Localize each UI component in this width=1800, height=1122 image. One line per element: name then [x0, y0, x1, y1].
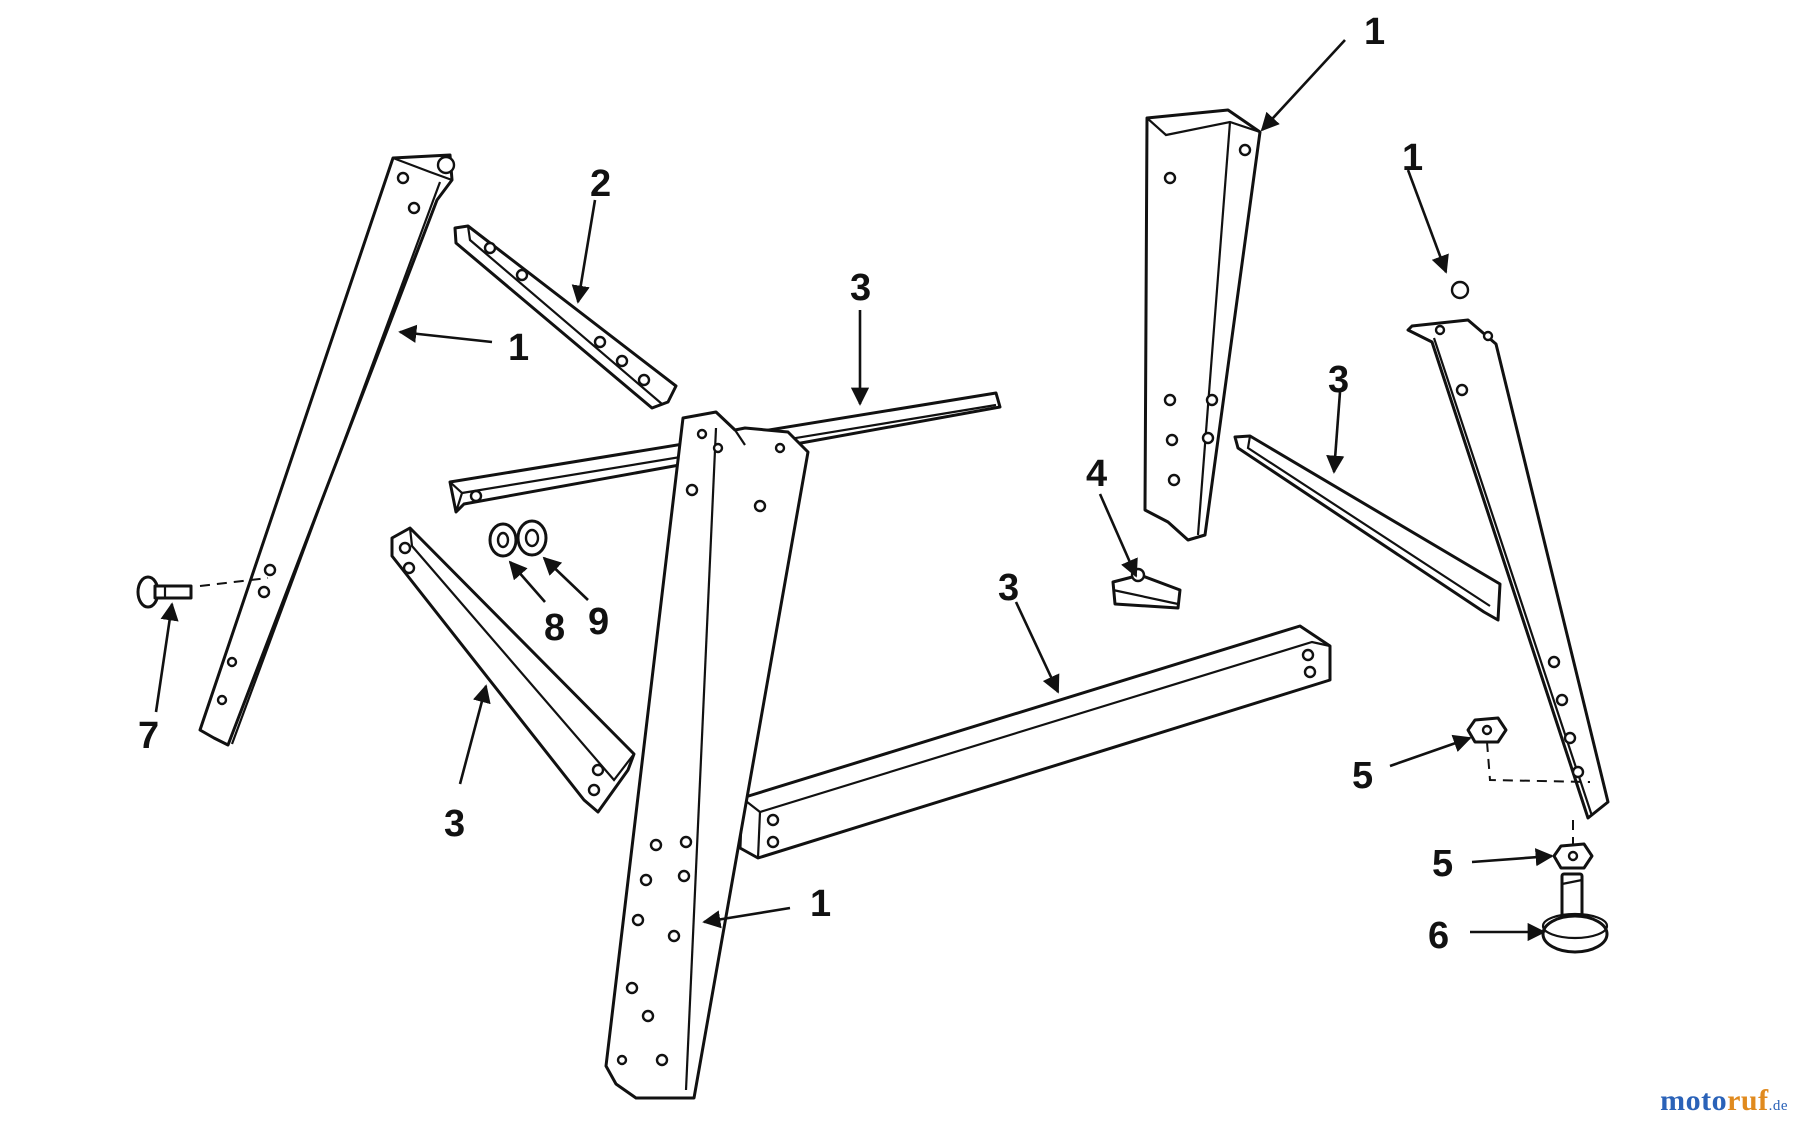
callout-brace-rear: 3: [850, 267, 871, 309]
leader-lines: [154, 39, 1554, 942]
leveling-bracket: [1111, 567, 1182, 610]
leg-back-right: [1143, 108, 1262, 542]
watermark-part1: moto: [1660, 1084, 1728, 1117]
callout-leg-far-right: 1: [1402, 137, 1423, 179]
callout-nut-lower: 5: [1432, 843, 1453, 885]
carriage-bolt: [136, 575, 193, 609]
callout-end-stiffener: 2: [590, 163, 611, 205]
callout-leveling-foot: 6: [1428, 915, 1449, 957]
assembly-lines: [199, 577, 1591, 846]
end-stiffener: [453, 224, 678, 410]
callout-brace-right-side: 3: [1328, 359, 1349, 401]
callout-hex-nut: 9: [588, 601, 609, 643]
brace-front: [738, 624, 1332, 860]
callout-brace-left-side: 3: [444, 803, 465, 845]
hex-nut-lower: [1552, 842, 1594, 870]
callout-brace-front: 3: [998, 567, 1019, 609]
lock-washer: [488, 522, 518, 558]
callout-leg-front: 1: [810, 883, 831, 925]
brace-left-side: [390, 526, 636, 814]
callout-leveling-bracket: 4: [1086, 453, 1107, 495]
hex-nut-9: [516, 519, 548, 557]
leg-far-right: [1406, 280, 1610, 820]
hex-nut-upper: [1466, 716, 1508, 744]
watermark-part3: .de: [1768, 1098, 1788, 1114]
callout-nut-upper: 5: [1352, 755, 1373, 797]
callout-leg-back-right: 1: [1364, 11, 1385, 53]
leveling-foot: [1541, 872, 1609, 954]
site-watermark: motoruf.de: [1660, 1084, 1788, 1118]
leg-front: [604, 410, 810, 1100]
brace-right-side: [1233, 434, 1502, 622]
callout-lock-washer: 8: [544, 607, 565, 649]
leg-far-left: [198, 153, 456, 747]
callout-labels: 1 2 3 1 1 3 3 3 1 4 5 5 6 7 8 9: [138, 11, 1453, 957]
watermark-part2: ruf: [1727, 1084, 1769, 1117]
callout-carriage-bolt: 7: [138, 715, 159, 757]
callout-leg-far-left: 1: [508, 327, 529, 369]
